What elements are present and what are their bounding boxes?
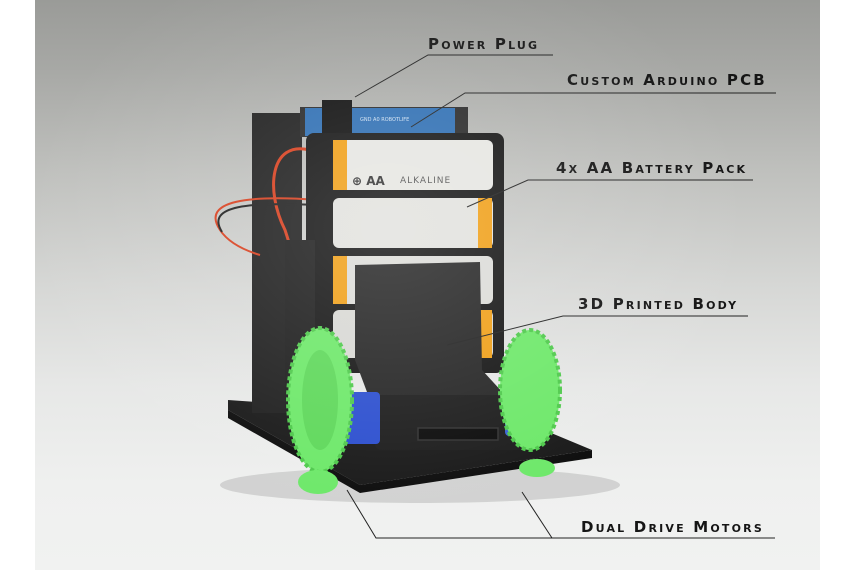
product-photo: GND A0 ROBOTLIFE ⊕ AA ALKALINE	[35, 0, 820, 570]
svg-text:GND A0 ROBOTLIFE: GND A0 ROBOTLIFE	[360, 117, 409, 123]
servo-left	[340, 392, 380, 444]
printed-body	[355, 262, 525, 450]
callout-custom-arduino-pcb: Custom Arduino PCB	[567, 71, 767, 89]
servo-right	[505, 388, 527, 436]
power-plug	[322, 100, 352, 135]
svg-text:⊕ AA: ⊕ AA	[352, 174, 386, 188]
callout-power-plug: Power Plug	[428, 35, 540, 53]
arduino-pcb	[305, 108, 455, 136]
callout-battery-pack: 4x AA Battery Pack	[556, 159, 748, 177]
callout-printed-body: 3D Printed Body	[578, 295, 739, 313]
base-plate	[228, 400, 592, 485]
rear-frame	[252, 113, 302, 413]
wheels	[286, 326, 562, 494]
robot-illustration: GND A0 ROBOTLIFE ⊕ AA ALKALINE	[214, 54, 776, 539]
shadow	[220, 467, 620, 503]
svg-text:ALKALINE: ALKALINE	[400, 176, 451, 186]
callout-drive-motors: Dual Drive Motors	[581, 518, 764, 536]
battery-holder	[306, 133, 504, 373]
callout-lines	[346, 54, 776, 539]
batteries: ⊕ AA ALKALINE	[333, 140, 493, 358]
